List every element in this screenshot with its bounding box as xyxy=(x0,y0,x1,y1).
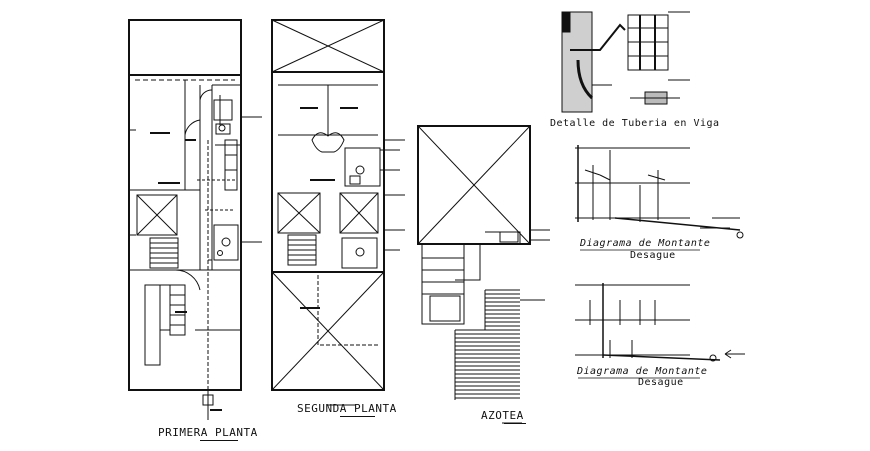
second-floor-plan xyxy=(271,19,405,406)
riser-diagram-2-title: Diagrama de Montante xyxy=(577,366,708,377)
riser-diagram-2 xyxy=(575,283,745,379)
pipe-in-beam-detail-title: Detalle de Tuberia en Viga xyxy=(550,118,720,129)
pipe-in-beam-detail xyxy=(561,11,690,113)
roof-title: AZOTEA xyxy=(481,409,524,422)
second-floor-title: SEGUNDA PLANTA xyxy=(297,402,397,415)
second-floor-title-underline xyxy=(340,416,375,417)
first-floor-title: PRIMERA PLANTA xyxy=(158,426,258,439)
first-floor-plan xyxy=(128,19,262,420)
roof-slab-hatch xyxy=(454,289,520,400)
riser-diagram-1 xyxy=(575,145,744,251)
roof-title-underline xyxy=(504,423,526,424)
riser-diagram-1-title: Diagrama de Montante xyxy=(580,238,711,249)
riser-diagram-2-subtitle: Desague xyxy=(638,377,684,388)
riser-diagram-1-subtitle: Desague xyxy=(630,250,676,261)
first-floor-title-underline xyxy=(200,440,238,441)
roof-plan xyxy=(417,125,550,424)
